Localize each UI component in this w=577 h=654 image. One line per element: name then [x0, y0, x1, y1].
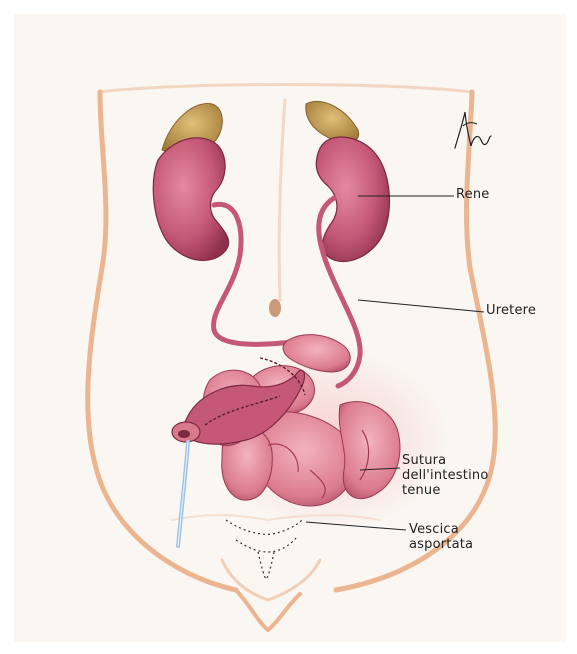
- artist-signature-icon: [449, 104, 495, 158]
- removed-bladder-outline: [226, 520, 302, 580]
- kidney-right: [316, 137, 389, 262]
- label-sutura: Sutura dell'intestino tenue: [402, 453, 488, 498]
- kidney-left: [153, 138, 228, 261]
- stoma: [172, 422, 200, 442]
- label-vescica-line1: Vescica: [409, 522, 473, 537]
- label-sutura-line1: Sutura: [402, 453, 488, 468]
- label-vescica: Vescica asportata: [409, 522, 473, 552]
- label-sutura-line3: tenue: [402, 483, 488, 498]
- navel: [269, 299, 281, 317]
- label-rene: Rene: [456, 188, 489, 201]
- label-sutura-line2: dell'intestino: [402, 468, 488, 483]
- label-uretere: Uretere: [486, 304, 536, 317]
- label-vescica-line2: asportata: [409, 537, 473, 552]
- adrenal-gland-right: [306, 102, 359, 143]
